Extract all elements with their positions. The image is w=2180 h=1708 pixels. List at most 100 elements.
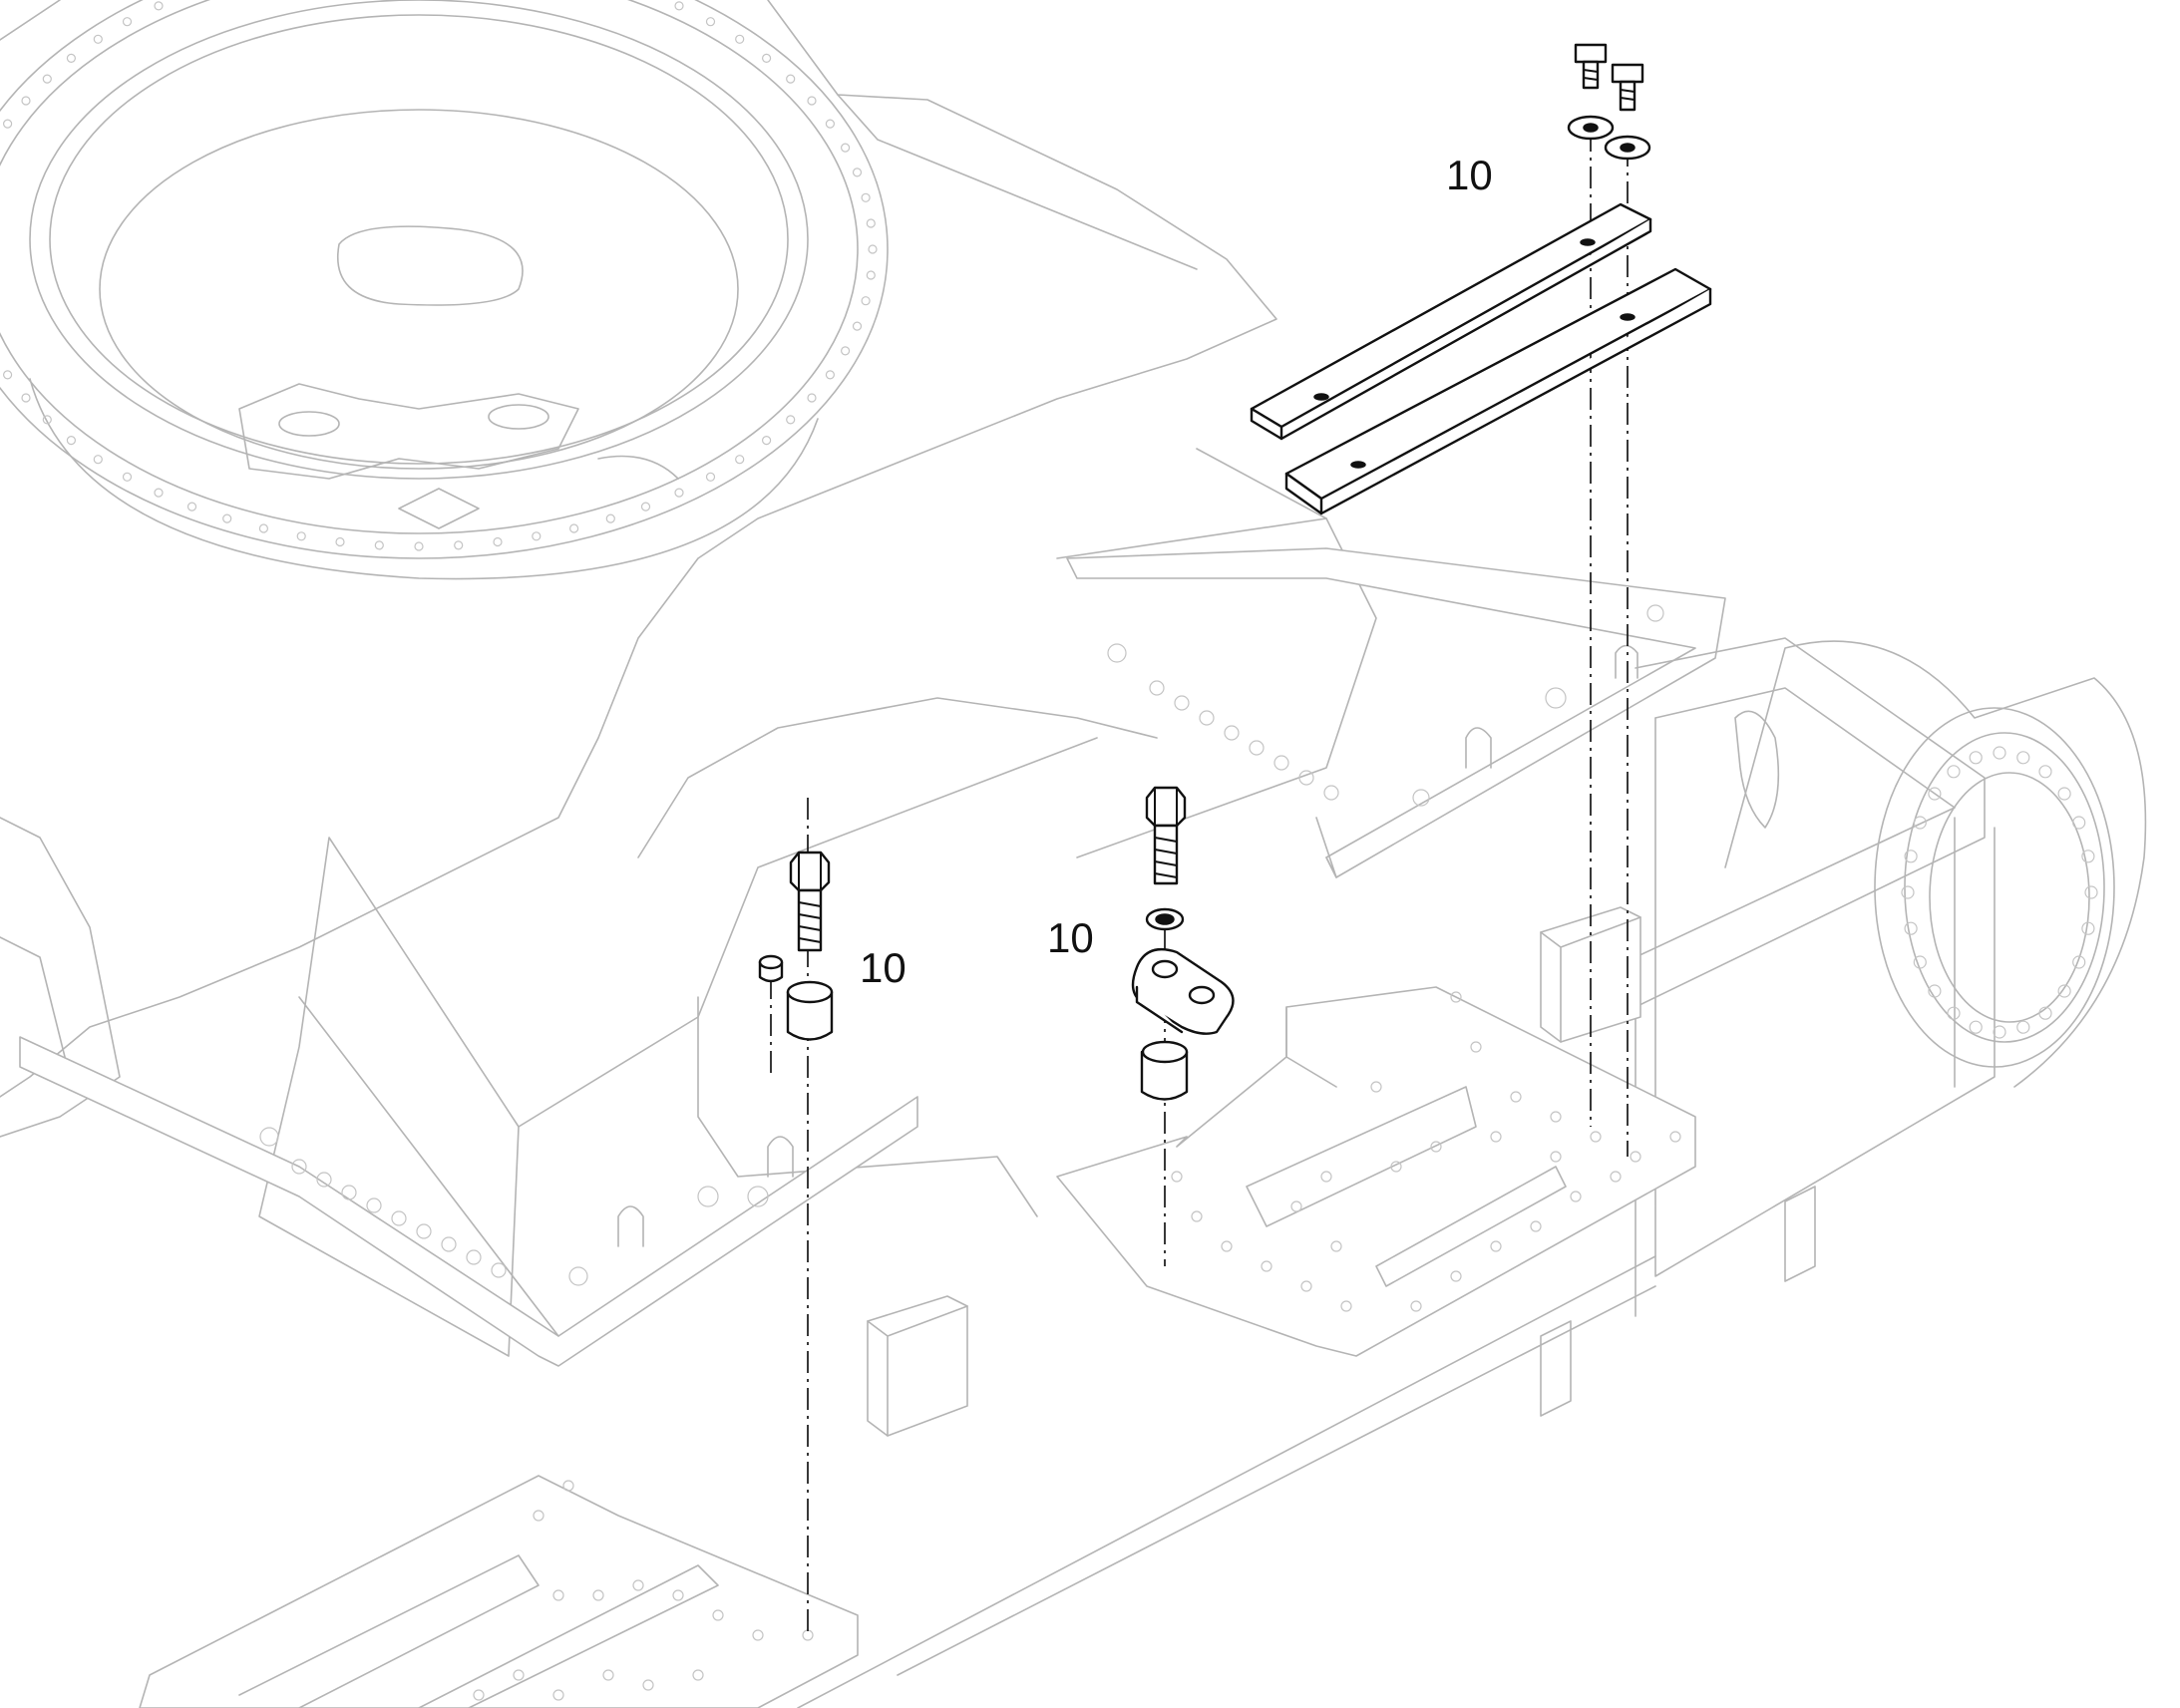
bolt-hole: [66, 436, 77, 446]
bolt-hole: [1470, 1041, 1482, 1053]
bolt-hole: [552, 1689, 564, 1701]
bolt-hole: [642, 1679, 654, 1691]
bolt-hole: [1171, 1171, 1183, 1183]
bolt-hole: [186, 502, 197, 512]
bolt-hole: [2057, 984, 2071, 998]
bolt-hole: [1370, 1081, 1382, 1093]
bolt-hole: [1410, 1300, 1422, 1312]
hex-bolt-small-2: [1611, 63, 1644, 112]
bolt-hole: [454, 540, 464, 550]
bolt-hole: [1390, 1161, 1402, 1173]
bolt-hole: [866, 270, 876, 280]
bolt-hole: [2072, 816, 2086, 830]
bolt-hole: [493, 536, 503, 547]
bolt-hole: [761, 53, 772, 64]
bolt-hole: [335, 536, 345, 547]
bolt-hole: [1300, 1280, 1312, 1292]
bolt-hole: [761, 436, 772, 446]
bolt-hole: [861, 296, 871, 306]
bolt-hole: [1913, 955, 1927, 969]
bolt-hole: [1450, 991, 1462, 1003]
bolt-hole: [1510, 1091, 1522, 1103]
bolt-hole: [1969, 1020, 1983, 1034]
shim-plate-2: [1284, 267, 1712, 515]
pin-cap-left: [758, 954, 784, 983]
bolt-hole: [592, 1589, 604, 1601]
bolt-hole: [1928, 984, 1942, 998]
bolt-hole: [1530, 1220, 1542, 1232]
bolt-hole: [2057, 787, 2071, 801]
bolt-hole: [840, 143, 851, 153]
bolt-hole: [1901, 885, 1915, 899]
bolt-hole: [154, 1, 164, 11]
bolt-hole: [1430, 1141, 1442, 1153]
callout-shim-plates: 10: [1446, 152, 1493, 198]
bolt-hole: [825, 119, 836, 129]
bolt-hole: [2, 119, 13, 129]
bolt-hole: [2016, 1020, 2030, 1034]
bolt-hole: [712, 1609, 724, 1621]
bolt-hole: [1928, 787, 1942, 801]
bolt-hole: [1320, 1171, 1332, 1183]
bolt-hole: [552, 1589, 564, 1601]
lock-washer-center: [1145, 907, 1185, 931]
bolt-hole: [374, 540, 384, 550]
bolt-hole: [473, 1689, 485, 1701]
bolt-hole: [852, 321, 863, 331]
bolt-hole: [2084, 885, 2098, 899]
bolt-hole: [122, 472, 133, 482]
lower-plate-holes-center: [1171, 991, 1681, 1312]
bolt-hole: [93, 455, 103, 465]
bolt-hole: [1570, 1191, 1582, 1202]
bolt-hole: [2081, 921, 2095, 935]
bolt-hole: [2038, 1006, 2052, 1020]
bolt-hole: [674, 488, 684, 498]
bolt-hole: [605, 513, 615, 523]
washer-1: [1567, 115, 1615, 141]
bolt-hole: [1191, 1210, 1203, 1222]
bolt-hole: [807, 96, 817, 106]
bolt-hole: [692, 1669, 704, 1681]
center-stop-assembly: [1131, 786, 1235, 1101]
bolt-hole: [532, 531, 542, 541]
bolt-hole: [840, 346, 851, 356]
shim-plate-1: [1250, 202, 1652, 441]
bolt-hole: [1904, 921, 1918, 935]
bolt-hole: [2081, 850, 2095, 863]
bolt-hole: [513, 1669, 525, 1681]
bolt-hole: [1290, 1200, 1302, 1212]
bolt-hole: [1490, 1240, 1502, 1252]
bolt-hole: [21, 96, 31, 106]
bolt-hole: [562, 1480, 574, 1492]
bolt-hole: [868, 244, 878, 254]
washer-2: [1604, 135, 1651, 161]
bolt-hole: [825, 370, 836, 380]
bolt-hole: [1550, 1151, 1562, 1163]
bolt-hole: [1610, 1171, 1622, 1183]
bolt-hole: [674, 1, 684, 11]
bolt-hole: [1450, 1270, 1462, 1282]
bolt-hole: [1969, 751, 1983, 765]
bolt-hole: [66, 53, 77, 64]
callout-labels: 10 10 10: [860, 152, 1493, 991]
stopper-block-center: [1131, 947, 1235, 1035]
left-stop-assembly: [758, 851, 834, 1041]
bolt-hole: [2, 370, 13, 380]
bolt-hole: [154, 488, 164, 498]
bolt-hole: [861, 192, 871, 202]
callout-left-stop-assembly: 10: [860, 944, 907, 991]
swing-ring-bolt-holes: [2, 1, 878, 551]
bolt-hole: [735, 34, 745, 44]
bolt-hole: [296, 531, 306, 541]
bolt-hole: [122, 17, 133, 27]
idler-bolt-holes: [1901, 746, 2098, 1039]
bolt-hole: [1993, 1025, 2006, 1039]
hex-bolt-small-1: [1574, 43, 1608, 90]
bolt-hole: [1590, 1131, 1602, 1143]
bolt-hole: [640, 502, 651, 512]
bolt-hole: [222, 513, 232, 523]
bolt-hole: [21, 393, 31, 403]
bolt-hole: [2016, 751, 2030, 765]
